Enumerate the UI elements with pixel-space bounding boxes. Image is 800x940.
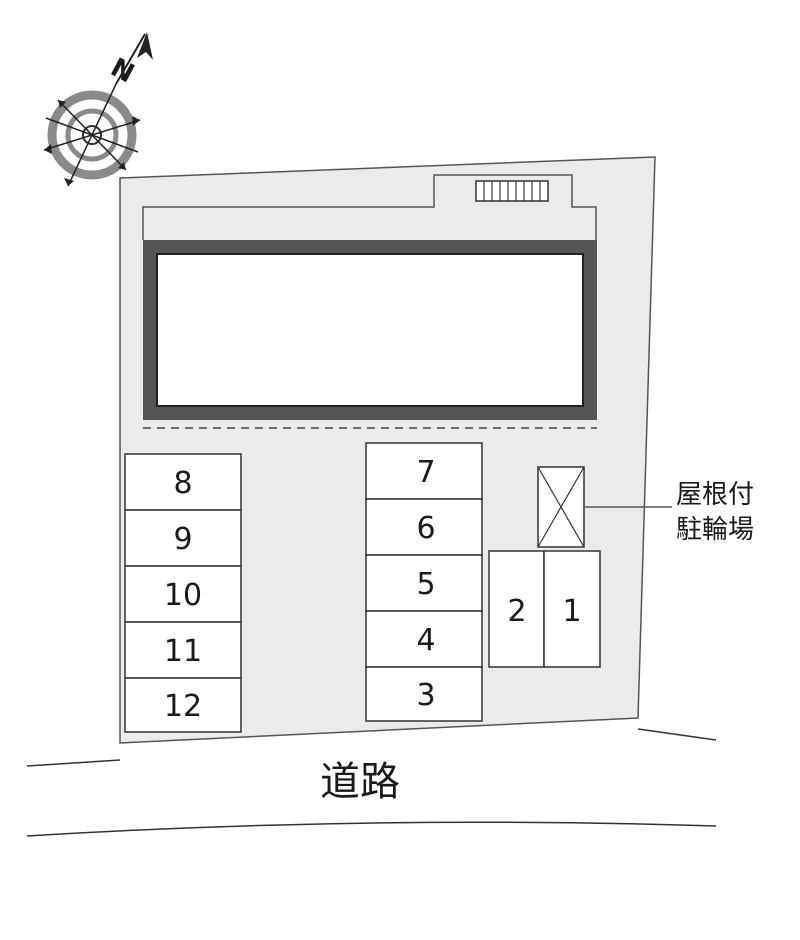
parking-slot bbox=[124, 509, 242, 567]
compass-rose-icon: N bbox=[43, 32, 153, 187]
road-edge-bottom bbox=[26, 821, 717, 837]
parking-slot-number: 8 bbox=[173, 466, 192, 501]
parking-slot bbox=[488, 550, 545, 668]
staircase-icon bbox=[475, 180, 549, 202]
parking-slot-number: 5 bbox=[416, 567, 435, 602]
parking-slot bbox=[365, 554, 483, 612]
parking-slot bbox=[124, 565, 242, 623]
parking-slot bbox=[124, 621, 242, 679]
parking-slot bbox=[365, 666, 483, 722]
road-edge-left-top bbox=[26, 759, 121, 767]
parking-slot bbox=[365, 610, 483, 668]
building-footprint-outline bbox=[142, 174, 597, 240]
parking-right-block: 2 1 bbox=[488, 550, 601, 668]
parking-slot bbox=[365, 442, 483, 500]
road-edge-right-top bbox=[637, 728, 717, 741]
north-arrow-icon bbox=[137, 32, 153, 60]
bicycle-parking-box bbox=[537, 466, 585, 548]
parking-slot-number: 12 bbox=[164, 689, 202, 724]
parking-middle-column: 7 6 5 4 3 bbox=[365, 442, 483, 722]
parking-slot bbox=[543, 550, 601, 668]
parking-left-column: 8 9 10 11 12 bbox=[124, 453, 242, 733]
parking-slot-number: 9 bbox=[173, 522, 192, 557]
parking-slot-number: 4 bbox=[416, 623, 435, 658]
bicycle-parking-label-line2: 駐輪場 bbox=[676, 515, 754, 545]
building bbox=[143, 240, 597, 420]
parking-slot-number: 10 bbox=[164, 578, 202, 613]
parking-slot-number: 1 bbox=[562, 594, 581, 629]
compass-north-label: N bbox=[106, 53, 139, 90]
parking-slot-number: 6 bbox=[416, 511, 435, 546]
bicycle-parking-label-line1: 屋根付 bbox=[676, 480, 754, 510]
parking-slot-number: 3 bbox=[416, 678, 435, 713]
parking-slot-number: 2 bbox=[507, 594, 526, 629]
road-label: 道路 bbox=[320, 759, 400, 805]
parking-slot bbox=[124, 677, 242, 733]
parking-slot-number: 11 bbox=[164, 634, 202, 669]
parking-slot bbox=[124, 453, 242, 511]
parking-slot-number: 7 bbox=[416, 455, 435, 490]
